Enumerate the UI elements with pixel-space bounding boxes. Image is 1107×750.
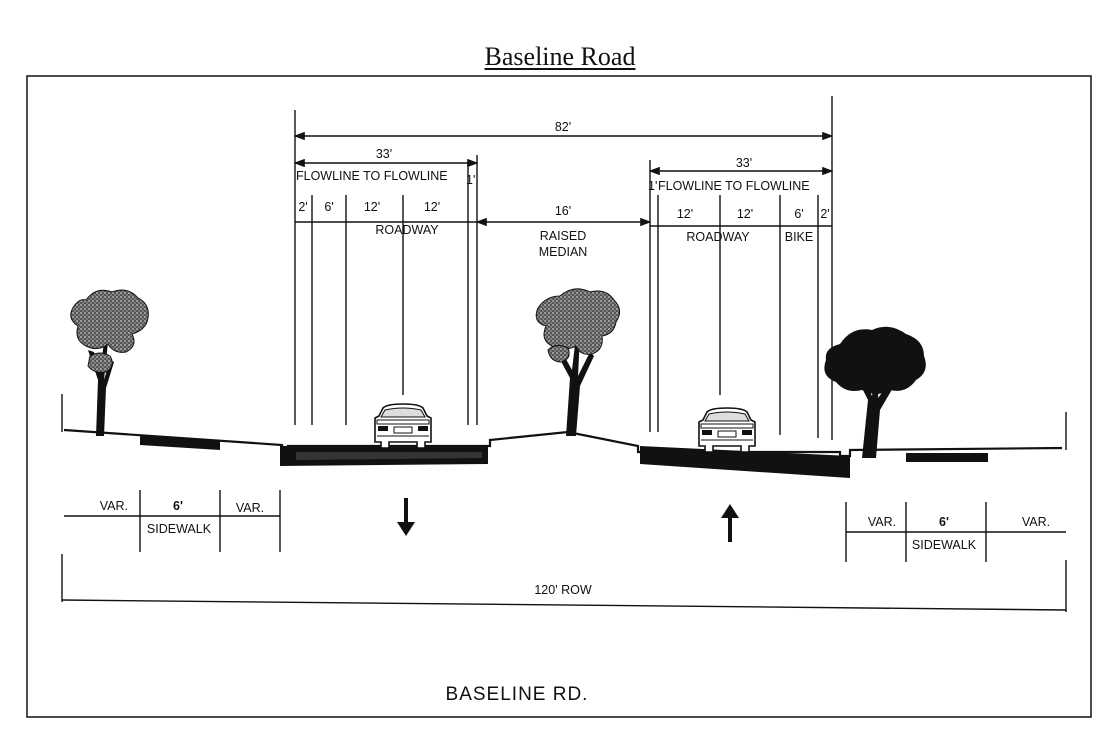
right-sidewalk-slab (906, 453, 988, 462)
sidewalk-label: SIDEWALK (147, 522, 212, 536)
right-flowline-width: 33' (736, 156, 752, 170)
left-road-surface (280, 446, 488, 466)
median-width: 16' (555, 204, 571, 218)
right-road-surface (640, 446, 850, 478)
lane-width: 2' (298, 200, 307, 214)
lane-width: 2' (820, 207, 829, 221)
bike-lane-label: BIKE (785, 230, 814, 244)
sidewalk-label: SIDEWALK (912, 538, 977, 552)
var-label: VAR. (1022, 515, 1050, 529)
var-label: VAR. (100, 499, 128, 513)
car-icon (698, 407, 756, 453)
right-gutter-width: 1' (648, 179, 657, 193)
lane-width: 6' (794, 207, 803, 221)
left-roadway-label: ROADWAY (375, 223, 439, 237)
left-sidewalk-slab (140, 436, 220, 450)
left-flowline-label: FLOWLINE TO FLOWLINE (296, 169, 448, 183)
right-roadway-label: ROADWAY (686, 230, 750, 244)
median-label-2: MEDIAN (539, 245, 588, 259)
page-title: Baseline Road (484, 42, 636, 71)
tree-icon (824, 326, 926, 458)
left-flowline-width: 33' (376, 147, 392, 161)
lane-width: 12' (677, 207, 693, 221)
down-arrow-icon (397, 498, 415, 536)
lane-width: 6' (324, 200, 333, 214)
row-width: 120' ROW (534, 583, 591, 597)
left-sidewalk-dimensions: VAR. 6' VAR. SIDEWALK (64, 490, 281, 552)
tree-icon (70, 289, 149, 436)
right-sidewalk-dimensions: VAR. 6' VAR. SIDEWALK (845, 502, 1066, 562)
overall-dimension: 82' (555, 120, 571, 134)
figure-frame (26, 75, 1092, 718)
tree-icon (535, 288, 620, 436)
lane-width: 12' (424, 200, 440, 214)
lane-width: 12' (737, 207, 753, 221)
left-gutter-width: 1' (466, 173, 475, 187)
var-label: VAR. (868, 515, 896, 529)
sidewalk-width: 6' (939, 515, 949, 529)
lane-width: 12' (364, 200, 380, 214)
street-name-label: BASELINE RD. (446, 684, 589, 705)
up-arrow-icon (721, 504, 739, 542)
row-dimension-line (61, 599, 1067, 611)
sidewalk-width: 6' (173, 499, 183, 513)
car-icon (374, 403, 432, 449)
median-label-1: RAISED (540, 229, 587, 243)
right-flowline-label: FLOWLINE TO FLOWLINE (658, 179, 810, 193)
var-label: VAR. (236, 501, 264, 515)
